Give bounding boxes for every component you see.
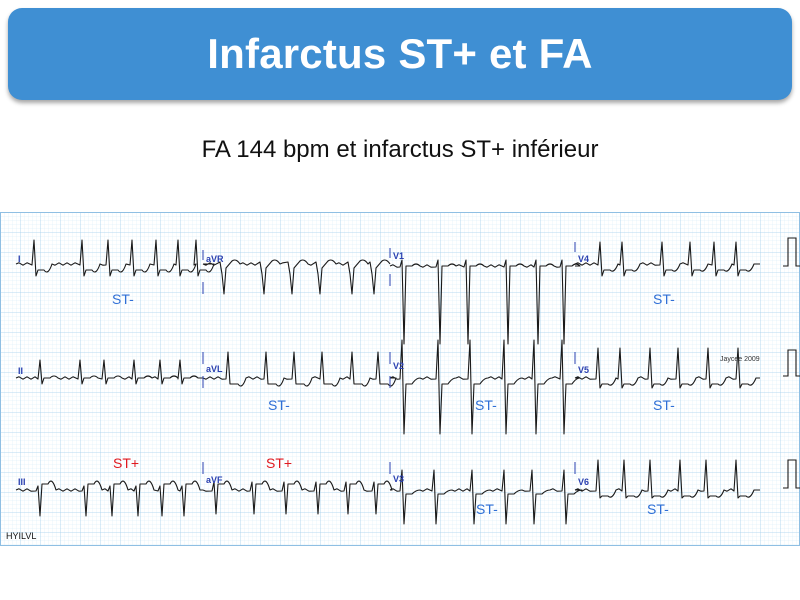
slide-subtitle: FA 144 bpm et infarctus ST+ inférieur: [201, 136, 599, 163]
title-banner: Infarctus ST+ et FA: [8, 8, 792, 100]
calibration-pulse: [783, 349, 800, 377]
lead-label-iii: III: [18, 477, 26, 487]
trace-lead-avl: [202, 351, 397, 387]
trace-lead-i: [15, 239, 215, 277]
trace-lead-iii: [15, 480, 203, 517]
st-minus-label-v3: ST-: [476, 501, 498, 517]
st-minus-label-v2: ST-: [475, 397, 497, 413]
author-credit: Jaycee 2009: [720, 356, 760, 363]
lead-label-v6: V6: [578, 477, 589, 487]
st-minus-label-v5: ST-: [653, 397, 675, 413]
trace-lead-v2: [389, 339, 581, 435]
lead-label-avf: aVF: [206, 475, 223, 485]
st-minus-label-v4: ST-: [653, 291, 675, 307]
trace-lead-v3: [389, 469, 583, 525]
lead-label-avl: aVL: [206, 364, 223, 374]
trace-lead-v5: [574, 347, 760, 389]
calibration-pulse: [783, 459, 800, 489]
st-minus-label-i: ST-: [112, 291, 134, 307]
st-minus-label-avl: ST-: [268, 397, 290, 413]
lead-label-v2: V2: [393, 361, 404, 371]
trace-lead-ii: [15, 359, 203, 385]
trace-lead-avf: [202, 480, 393, 515]
source-watermark: HYILVL: [6, 531, 36, 541]
trace-lead-v4: [574, 241, 760, 277]
lead-label-ii: II: [18, 366, 23, 376]
lead-label-v5: V5: [578, 365, 589, 375]
lead-label-v4: V4: [578, 254, 589, 264]
lead-label-v3: V3: [393, 474, 404, 484]
trace-lead-v1: [389, 259, 581, 345]
ecg-tracing: I aVR V1 V4 II aVL V2 V5 III aVF V3 V6 S…: [0, 212, 800, 546]
lead-label-i: I: [18, 254, 21, 264]
st-plus-label-avf: ST+: [266, 455, 292, 471]
lead-label-v1: V1: [393, 251, 404, 261]
slide-title: Infarctus ST+ et FA: [207, 30, 593, 77]
lead-label-avr: aVR: [206, 254, 224, 264]
trace-lead-v6: [574, 459, 760, 499]
st-minus-label-v6: ST-: [647, 501, 669, 517]
st-plus-label-iii: ST+: [113, 455, 139, 471]
trace-lead-avr: [202, 259, 391, 295]
calibration-pulse: [783, 237, 800, 267]
